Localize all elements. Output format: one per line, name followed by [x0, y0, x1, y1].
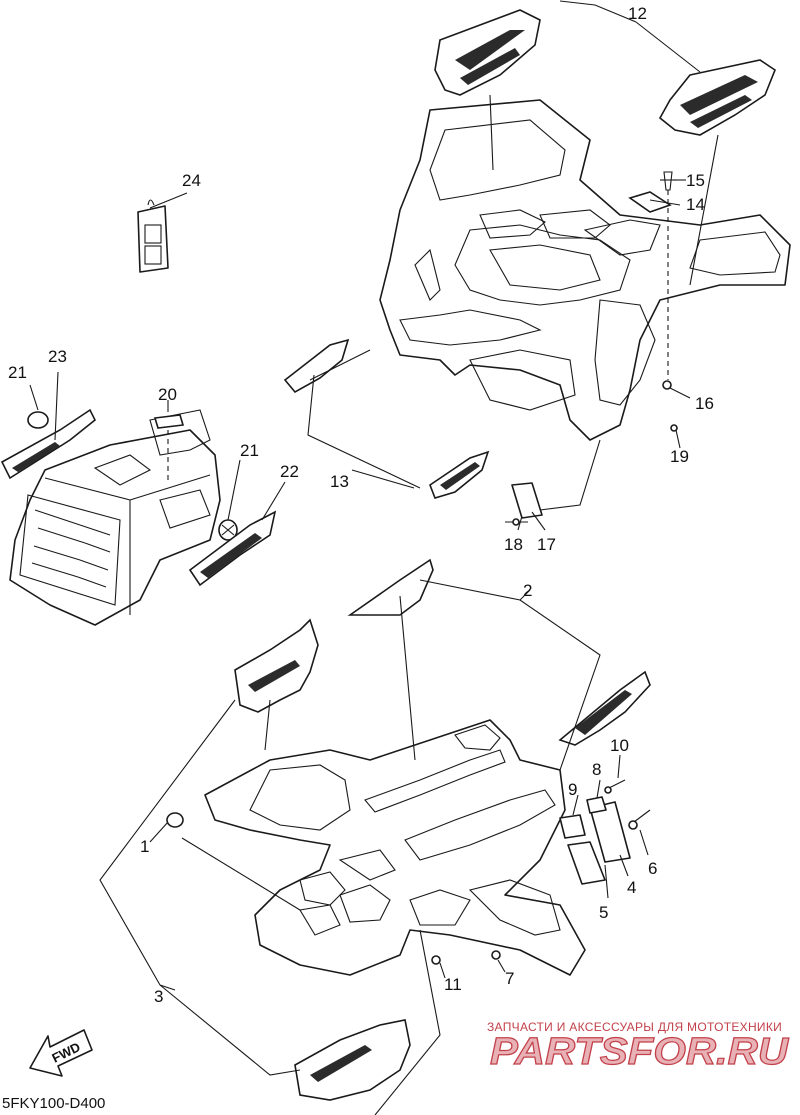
callout-16: 16	[695, 394, 714, 413]
callout-3: 3	[154, 987, 163, 1006]
callout-18: 18	[504, 535, 523, 554]
screw-19	[670, 424, 678, 432]
callout-24: 24	[182, 171, 201, 190]
callout-11: 11	[444, 975, 462, 994]
callout-13: 13	[330, 472, 349, 491]
decal-13-rear	[429, 450, 490, 499]
callout-9: 9	[568, 780, 577, 799]
bolt-6	[628, 809, 651, 830]
rivet-15	[660, 171, 676, 191]
decal-3-top	[234, 618, 319, 713]
decal-2-right	[558, 670, 651, 746]
callout-22: 22	[280, 462, 299, 481]
callout-7: 7	[505, 969, 514, 988]
leader-lines	[29, 0, 719, 1115]
reflector-5	[567, 841, 606, 885]
decal-13-front	[283, 338, 350, 394]
watermark: ЗАПЧАСТИ И АКСЕССУАРЫ ДЛЯ МОТОТЕХНИКИ PA…	[487, 1020, 790, 1074]
rear-fender	[379, 99, 791, 441]
reflector-9	[559, 814, 586, 839]
screw-18	[505, 518, 528, 526]
plate-8	[586, 796, 607, 814]
bracket-4	[589, 801, 631, 863]
emblem-1	[166, 812, 184, 828]
decal-3-bottom	[294, 1019, 411, 1101]
callout-12: 12	[628, 4, 647, 23]
plate-17	[511, 482, 543, 519]
callout-15: 15	[686, 171, 705, 190]
callout-5: 5	[599, 903, 608, 922]
emblem-21-left	[27, 411, 49, 429]
grommet-7	[491, 950, 501, 960]
decal-23	[0, 408, 97, 480]
watermark-brand: PARTSFOR.RU	[490, 1031, 790, 1073]
fwd-arrow: FWD	[29, 1029, 93, 1077]
callout-6: 6	[648, 859, 657, 878]
callout-1: 1	[140, 837, 149, 856]
diagram-code: 5FKY100-D400	[2, 1095, 105, 1112]
bolt-10	[604, 779, 626, 794]
watermark-caption: ЗАПЧАСТИ И АКСЕССУАРЫ ДЛЯ МОТОТЕХНИКИ	[487, 1020, 782, 1034]
callout-19: 19	[670, 447, 689, 466]
decal-12-left	[434, 9, 541, 96]
front-fender	[204, 719, 586, 976]
callout-8: 8	[592, 760, 601, 779]
callout-2: 2	[523, 581, 532, 600]
callout-17: 17	[537, 535, 556, 554]
callout-14: 14	[686, 195, 705, 214]
callout-labels: 1 2 3 4 5 6 7 8 9 10 11 12 13 14 15 16 1…	[8, 4, 714, 1006]
callout-4: 4	[627, 878, 636, 897]
decal-22	[188, 510, 277, 587]
decal-2-top	[347, 558, 434, 616]
grommet-11	[431, 955, 441, 965]
tag-24	[137, 199, 169, 273]
grommet-16	[662, 380, 672, 390]
callout-21-left: 21	[8, 363, 27, 382]
callout-20: 20	[158, 385, 177, 404]
label-14	[628, 191, 672, 213]
callout-10: 10	[610, 736, 629, 755]
label-20	[153, 414, 185, 429]
callout-21-center: 21	[240, 441, 259, 460]
decal-12-right	[658, 59, 776, 136]
callout-23: 23	[48, 347, 67, 366]
